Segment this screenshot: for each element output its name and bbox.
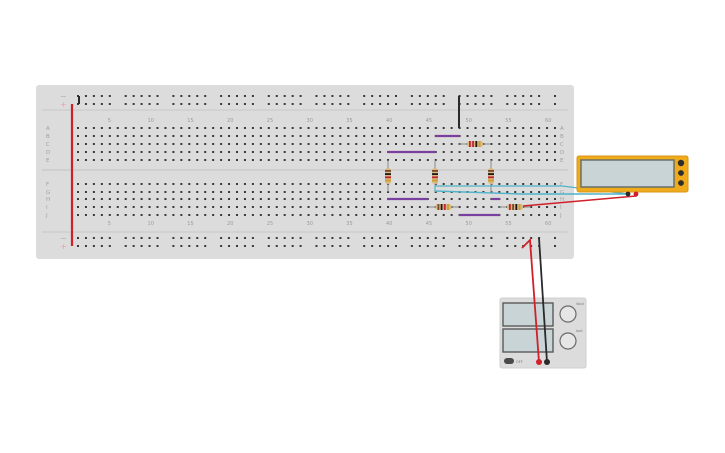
rail-minus-top: − <box>60 92 67 101</box>
probe-jack-black[interactable] <box>625 191 631 197</box>
row-letter: E <box>46 158 50 164</box>
resistor-1[interactable] <box>459 141 491 147</box>
column-number: 45 <box>426 118 432 124</box>
column-number: 10 <box>148 221 154 227</box>
column-number: 35 <box>346 118 352 124</box>
column-number: 25 <box>267 118 273 124</box>
column-number: 35 <box>346 221 352 227</box>
voltage-icon[interactable] <box>677 159 685 167</box>
rail-minus-bottom: − <box>60 234 67 243</box>
row-letter: I <box>46 205 48 211</box>
vout-label: Vout <box>576 302 584 306</box>
power-switch[interactable] <box>504 358 514 364</box>
column-number: 50 <box>466 118 472 124</box>
column-number: 15 <box>187 221 193 227</box>
column-number: 15 <box>187 118 193 124</box>
multimeter[interactable] <box>576 155 689 197</box>
resistor-6[interactable] <box>499 204 531 210</box>
row-letter: J <box>559 213 562 219</box>
row-letter: F <box>560 182 563 188</box>
column-number: 40 <box>386 118 392 124</box>
column-number: 10 <box>148 118 154 124</box>
column-number: 55 <box>505 221 511 227</box>
column-number: 50 <box>466 221 472 227</box>
column-number: 30 <box>307 118 313 124</box>
purple-wires[interactable] <box>387 134 500 217</box>
row-letter: D <box>46 150 50 156</box>
row-letter: B <box>560 134 564 140</box>
multimeter-display <box>580 159 675 188</box>
row-letter: C <box>560 142 564 148</box>
resistance-icon[interactable] <box>677 169 685 177</box>
resistor-3[interactable] <box>432 160 438 192</box>
voltage-display <box>502 302 554 327</box>
current-display <box>502 328 554 353</box>
row-letter: E <box>560 158 564 164</box>
column-numbers-top: 5 10 15 20 25 30 35 40 45 50 55 60 <box>108 118 552 124</box>
red-supply-lead[interactable] <box>521 237 540 363</box>
rail-plus-bottom: + <box>60 242 67 251</box>
row-letter: J <box>45 213 48 219</box>
column-number: 55 <box>505 118 511 124</box>
row-letter: C <box>46 142 50 148</box>
resistors[interactable] <box>385 141 531 210</box>
power-switch-label: OFF <box>516 360 523 364</box>
column-number: 5 <box>108 221 111 227</box>
current-knob[interactable] <box>559 332 577 350</box>
column-number: 25 <box>267 221 273 227</box>
probe-jack-red[interactable] <box>633 191 639 197</box>
row-letter: A <box>46 126 50 132</box>
breadboard-body <box>36 85 574 259</box>
column-number: 40 <box>386 221 392 227</box>
resistor-5[interactable] <box>428 204 459 210</box>
row-letter: I <box>560 205 562 211</box>
current-icon[interactable] <box>677 179 685 187</box>
column-number: 20 <box>227 118 233 124</box>
row-letter: G <box>560 190 564 196</box>
resistor-2[interactable] <box>385 160 391 192</box>
column-number: 60 <box>545 221 551 227</box>
row-letter: H <box>560 197 564 203</box>
row-letter: F <box>46 182 49 188</box>
row-letter: B <box>46 134 50 140</box>
black-supply-lead[interactable] <box>538 237 548 363</box>
column-number: 45 <box>426 221 432 227</box>
rail-plus-top: + <box>60 100 67 109</box>
row-letter: G <box>46 190 50 196</box>
column-number: 30 <box>307 221 313 227</box>
row-letter: H <box>46 197 50 203</box>
row-letter: A <box>560 126 564 132</box>
resistor-4[interactable] <box>488 160 494 192</box>
power-supply[interactable]: Vout Iout OFF <box>499 297 587 369</box>
column-number: 60 <box>545 118 551 124</box>
column-number: 5 <box>108 118 111 124</box>
column-number: 20 <box>227 221 233 227</box>
iout-label: Iout <box>576 329 583 333</box>
voltage-knob[interactable] <box>559 305 577 323</box>
column-numbers-bottom: 5 10 15 20 25 30 35 40 45 50 55 60 <box>108 221 552 227</box>
row-letter: D <box>560 150 564 156</box>
teal-probe-wire[interactable] <box>434 190 628 195</box>
